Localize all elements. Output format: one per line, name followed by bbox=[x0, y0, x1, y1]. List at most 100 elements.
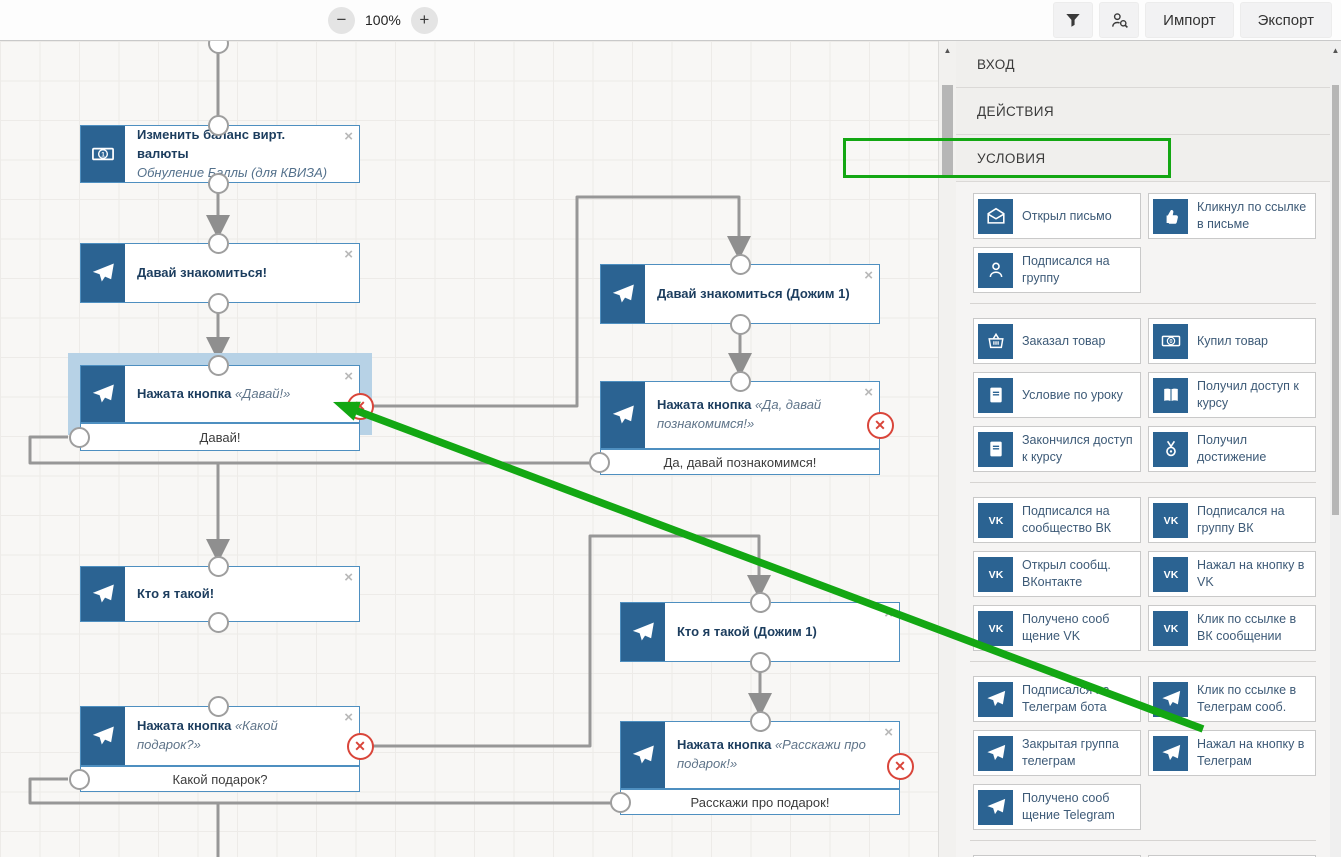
flow-canvas[interactable]: Изменить баланс вирт. валюты Обнуление Б… bbox=[0, 41, 956, 857]
import-button[interactable]: Импорт bbox=[1145, 2, 1234, 38]
connection-port[interactable] bbox=[729, 370, 751, 392]
telegram-icon bbox=[978, 789, 1013, 825]
connection-port[interactable] bbox=[609, 791, 631, 813]
close-icon[interactable]: × bbox=[344, 246, 353, 263]
palette-item[interactable]: Подписался на группу ВК bbox=[1148, 497, 1316, 543]
palette-item[interactable]: Условие по уроку bbox=[973, 372, 1141, 418]
connection-port[interactable] bbox=[729, 313, 751, 335]
node-title: Давай знакомиться (Дожим 1) bbox=[657, 285, 850, 301]
palette-item[interactable]: Открыл сообщ. ВКонтакте bbox=[973, 551, 1141, 597]
error-port[interactable]: ✕ bbox=[886, 752, 914, 780]
vk-icon bbox=[978, 556, 1013, 592]
connection-port[interactable] bbox=[207, 41, 229, 54]
connection-port[interactable] bbox=[207, 172, 229, 194]
close-icon[interactable]: × bbox=[864, 384, 873, 401]
palette-item[interactable]: Закрытая группа телеграм bbox=[973, 730, 1141, 776]
hand-click-icon bbox=[1153, 198, 1188, 234]
book-icon bbox=[978, 431, 1013, 467]
close-icon[interactable]: × bbox=[344, 368, 353, 385]
node-button-row[interactable]: Давай! bbox=[80, 423, 360, 451]
palette-item[interactable]: Получил достижение bbox=[1148, 426, 1316, 472]
connection-port[interactable] bbox=[207, 354, 229, 376]
connection-port[interactable] bbox=[68, 768, 90, 790]
palette-item[interactable]: Нажал на кнопку в Телеграм bbox=[1148, 730, 1316, 776]
node-title-quote: «Расскажи про подарок!» bbox=[677, 737, 866, 771]
connection-port[interactable] bbox=[207, 555, 229, 577]
close-icon[interactable]: × bbox=[344, 128, 353, 145]
error-port[interactable]: ✕ bbox=[346, 392, 374, 420]
telegram-icon bbox=[978, 681, 1013, 717]
top-toolbar: − 100% + Импорт Экспорт bbox=[0, 0, 1341, 40]
close-icon[interactable]: × bbox=[344, 709, 353, 726]
error-port[interactable]: ✕ bbox=[346, 732, 374, 760]
zoom-in-button[interactable]: + bbox=[410, 6, 438, 34]
node-subtitle: Обнуление Баллы (для КВИЗА) bbox=[137, 164, 328, 180]
node-title: Нажата кнопка bbox=[677, 737, 772, 753]
scroll-up-icon[interactable]: ▲ bbox=[943, 46, 952, 55]
palette-item[interactable]: Открыл письмо bbox=[973, 193, 1141, 239]
filter-button[interactable] bbox=[1053, 2, 1094, 38]
node-button-row[interactable]: Расскажи про подарок! bbox=[620, 789, 900, 815]
palette-item[interactable]: Отписался от рекуррента bbox=[973, 855, 1141, 857]
close-icon[interactable]: × bbox=[884, 605, 893, 622]
section-entry[interactable]: ВХОД bbox=[956, 41, 1330, 88]
node-title: Кто я такой! bbox=[137, 585, 215, 601]
node-button-row[interactable]: Какой подарок? bbox=[80, 766, 360, 792]
palette-item[interactable]: Нажал на кнопку в VK bbox=[1148, 551, 1316, 597]
connection-port[interactable] bbox=[207, 611, 229, 633]
sidebar-scrollbar[interactable]: ▲ bbox=[1330, 41, 1341, 857]
banknote-icon bbox=[81, 126, 125, 182]
close-icon[interactable]: × bbox=[864, 267, 873, 284]
connection-port[interactable] bbox=[729, 253, 751, 275]
connection-port[interactable] bbox=[207, 232, 229, 254]
node-title: Кто я такой (Дожим 1) bbox=[677, 623, 817, 639]
zoom-out-button[interactable]: − bbox=[328, 6, 355, 34]
medal-icon bbox=[1153, 431, 1188, 467]
connection-port[interactable] bbox=[588, 451, 610, 473]
envelope-open-icon bbox=[978, 198, 1013, 234]
connection-port[interactable] bbox=[207, 292, 229, 314]
node-title: Нажата кнопка bbox=[657, 397, 752, 413]
connection-port[interactable] bbox=[207, 695, 229, 717]
palette-item[interactable]: Подписался на группу bbox=[973, 247, 1141, 293]
connection-port[interactable] bbox=[749, 710, 771, 732]
filter-icon bbox=[1063, 10, 1083, 30]
palette-item[interactable]: Закончился доступ к курсу bbox=[973, 426, 1141, 472]
palette-item[interactable]: Кликнул по ссылке в письме bbox=[1148, 193, 1316, 239]
palette-item[interactable]: Подписался на сообщество ВК bbox=[973, 497, 1141, 543]
user-search-button[interactable] bbox=[1099, 2, 1140, 38]
palette-item[interactable]: Клик по ссылке в ВК сообщении bbox=[1148, 605, 1316, 651]
telegram-icon bbox=[621, 603, 665, 661]
close-icon[interactable]: × bbox=[344, 569, 353, 586]
vk-icon bbox=[1153, 502, 1188, 538]
node-title-quote: «Какой подарок?» bbox=[137, 718, 278, 752]
palette-item[interactable]: Клик по ссылке в Телеграм сооб. bbox=[1148, 676, 1316, 722]
section-conditions[interactable]: УСЛОВИЯ bbox=[956, 135, 1330, 182]
palette-item[interactable]: Получено сооб щение VK bbox=[973, 605, 1141, 651]
palette-item[interactable]: Вход в вебинар bbox=[1148, 855, 1316, 857]
palette-item[interactable]: Получено сооб щение Telegram bbox=[973, 784, 1141, 830]
telegram-icon bbox=[601, 265, 645, 323]
telegram-icon bbox=[81, 366, 125, 422]
error-port[interactable]: ✕ bbox=[866, 411, 894, 439]
palette-item[interactable]: Заказал товар bbox=[973, 318, 1141, 364]
vk-icon bbox=[978, 610, 1013, 646]
zoom-level: 100% bbox=[365, 12, 401, 28]
close-icon[interactable]: × bbox=[884, 724, 893, 741]
palette-item[interactable]: Подписался на Телеграм бота bbox=[973, 676, 1141, 722]
node-button-row[interactable]: Да, давай познакомимся! bbox=[600, 449, 880, 475]
toolbar-divider bbox=[0, 40, 1341, 41]
connection-port[interactable] bbox=[68, 426, 90, 448]
connection-port[interactable] bbox=[749, 591, 771, 613]
scrollbar-thumb[interactable] bbox=[942, 85, 953, 175]
export-button[interactable]: Экспорт bbox=[1239, 2, 1332, 38]
palette-item[interactable]: Получил доступ к курсу bbox=[1148, 372, 1316, 418]
scrollbar-thumb[interactable] bbox=[1332, 85, 1339, 515]
scroll-up-icon[interactable]: ▲ bbox=[1331, 46, 1340, 55]
connection-port[interactable] bbox=[749, 651, 771, 673]
canvas-scrollbar[interactable]: ▲ bbox=[938, 41, 956, 857]
connection-port[interactable] bbox=[207, 114, 229, 136]
section-actions[interactable]: ДЕЙСТВИЯ bbox=[956, 88, 1330, 135]
telegram-icon bbox=[621, 722, 665, 788]
palette-item[interactable]: Купил товар bbox=[1148, 318, 1316, 364]
